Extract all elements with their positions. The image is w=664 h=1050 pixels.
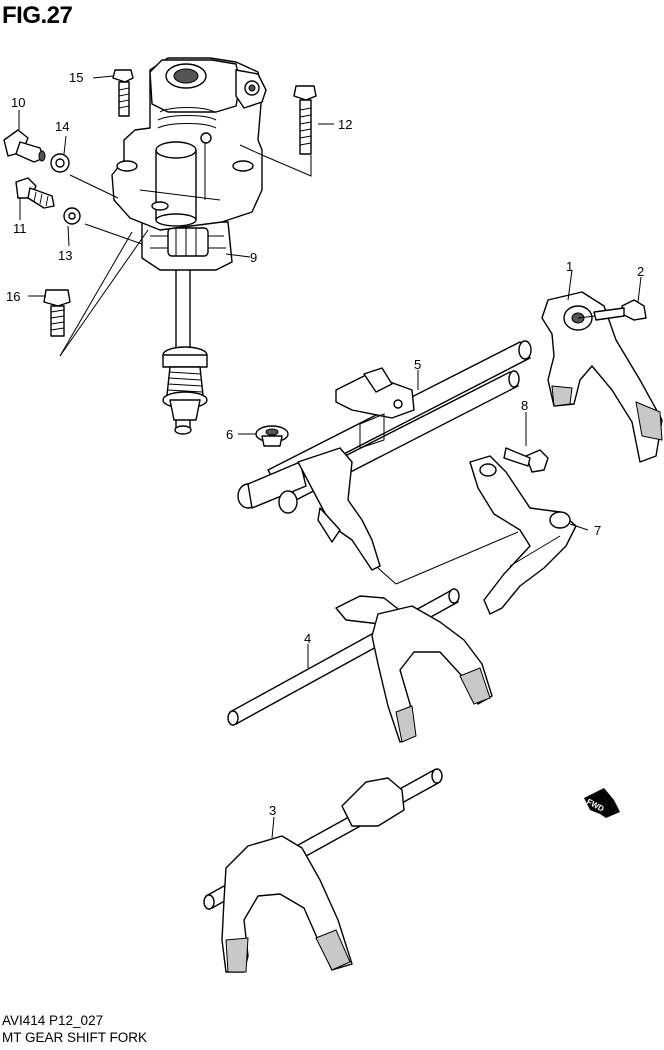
bolt-16	[43, 289, 71, 337]
shift-fork-7	[469, 455, 577, 615]
plug-6	[255, 425, 289, 447]
callout-13: 13	[58, 248, 72, 263]
plug-10	[3, 129, 46, 163]
callout-8: 8	[521, 398, 528, 413]
diagram-caption: MT GEAR SHIFT FORK	[2, 1030, 148, 1045]
fork-7-guide-line	[395, 531, 519, 585]
assembly-guide-lines	[59, 144, 312, 357]
bolt-2	[593, 299, 647, 321]
callout-6: 6	[226, 427, 233, 442]
callout-5: 5	[414, 357, 421, 372]
bolt-11	[15, 177, 55, 209]
bolt-8	[503, 447, 549, 473]
callout-16: 16	[6, 289, 20, 304]
fwd-arrow-icon: FWD	[584, 788, 620, 818]
callout-11: 11	[13, 221, 27, 236]
callout-leaders	[18, 75, 642, 839]
shift-shaft-4	[227, 588, 493, 743]
callout-15: 15	[69, 70, 83, 85]
callout-12: 12	[338, 117, 352, 132]
figure-title: FIG.27	[2, 2, 73, 29]
shift-shaft-3	[203, 768, 443, 973]
callout-3: 3	[269, 803, 276, 818]
diagram-code: AVI414 P12_027	[2, 1013, 104, 1028]
bolt-15	[112, 69, 134, 117]
bolt-12	[293, 85, 317, 155]
callout-2: 2	[637, 264, 644, 279]
shift-shaft-5	[237, 340, 532, 571]
callout-14: 14	[55, 119, 69, 134]
callout-7: 7	[594, 523, 601, 538]
shift-control-assembly	[111, 57, 267, 435]
callout-10: 10	[11, 95, 25, 110]
callout-4: 4	[304, 631, 311, 646]
callout-9: 9	[250, 250, 257, 265]
callout-1: 1	[566, 259, 573, 274]
